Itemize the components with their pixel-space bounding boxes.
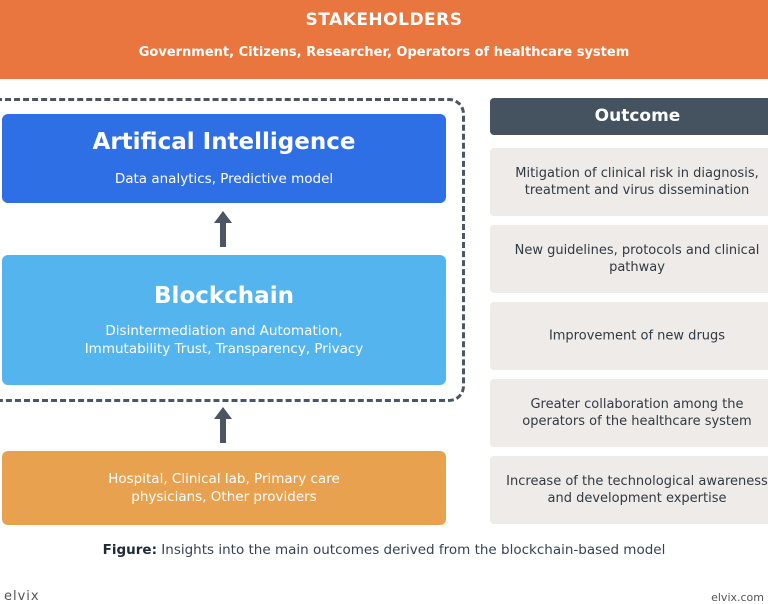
outcome-line: treatment and virus dissemination xyxy=(524,183,750,198)
blockchain-title: Blockchain xyxy=(154,283,294,309)
ai-title: Artifical Intelligence xyxy=(92,129,356,155)
outcome-line: and development expertise xyxy=(547,491,727,506)
ai-description: Data analytics, Predictive model xyxy=(114,171,334,187)
caption-label: Figure: xyxy=(102,542,157,558)
blockchain-line-1: Disintermediation and Automation, xyxy=(105,323,343,339)
blockchain-box: Blockchain Disintermediation and Automat… xyxy=(2,255,446,385)
blockchain-line-2: Immutability Trust, Transparency, Privac… xyxy=(84,341,364,357)
outcome-item: New guidelines, protocols and clinical p… xyxy=(490,225,768,293)
outcome-line: Mitigation of clinical risk in diagnosis… xyxy=(515,166,759,181)
ai-box: Artifical Intelligence Data analytics, P… xyxy=(2,114,446,203)
outcome-item-text: Increase of the technological awareness … xyxy=(492,473,768,507)
arrow-up-icon xyxy=(214,211,232,247)
outcome-item-text: New guidelines, protocols and clinical p… xyxy=(492,242,768,276)
outcome-line: pathway xyxy=(609,260,665,275)
figure-caption: Figure: Insights into the main outcomes … xyxy=(0,542,768,558)
outcome-item-text: Mitigation of clinical risk in diagnosis… xyxy=(492,165,768,199)
outcome-item-text: Greater collaboration among the operator… xyxy=(492,396,768,430)
outcome-line: New guidelines, protocols and clinical xyxy=(514,243,760,258)
site-link[interactable]: elvix.com xyxy=(711,591,764,604)
providers-line-1: Hospital, Clinical lab, Primary care xyxy=(108,471,340,487)
providers-line-2: physicians, Other providers xyxy=(131,489,317,505)
blockchain-description: Disintermediation and Automation, Immuta… xyxy=(2,322,446,358)
outcome-line: Increase of the technological awareness xyxy=(506,474,768,489)
outcome-item: Increase of the technological awareness … xyxy=(490,456,768,524)
stakeholders-title: STAKEHOLDERS xyxy=(305,10,463,30)
stakeholders-banner: STAKEHOLDERS Government, Citizens, Resea… xyxy=(0,0,768,79)
outcome-item: Improvement of new drugs xyxy=(490,302,768,370)
providers-description: Hospital, Clinical lab, Primary care phy… xyxy=(2,470,446,506)
ai-blockchain-group-frame xyxy=(0,98,465,402)
providers-box: Hospital, Clinical lab, Primary care phy… xyxy=(2,451,446,525)
outcome-item: Mitigation of clinical risk in diagnosis… xyxy=(490,148,768,216)
outcome-title: Outcome xyxy=(594,106,681,126)
outcome-line: Improvement of new drugs xyxy=(548,328,726,344)
outcome-item: Greater collaboration among the operator… xyxy=(490,379,768,447)
arrow-up-icon xyxy=(214,407,232,443)
caption-text: Insights into the main outcomes derived … xyxy=(156,542,666,558)
outcome-line: operators of the healthcare system xyxy=(522,414,752,429)
stakeholders-subtitle: Government, Citizens, Researcher, Operat… xyxy=(138,45,630,60)
outcome-line: Greater collaboration among the xyxy=(530,397,744,412)
outcome-header: Outcome xyxy=(490,98,768,135)
brand-logo: elvix xyxy=(4,589,40,604)
outcome-item-text: Improvement of new drugs xyxy=(492,328,768,345)
